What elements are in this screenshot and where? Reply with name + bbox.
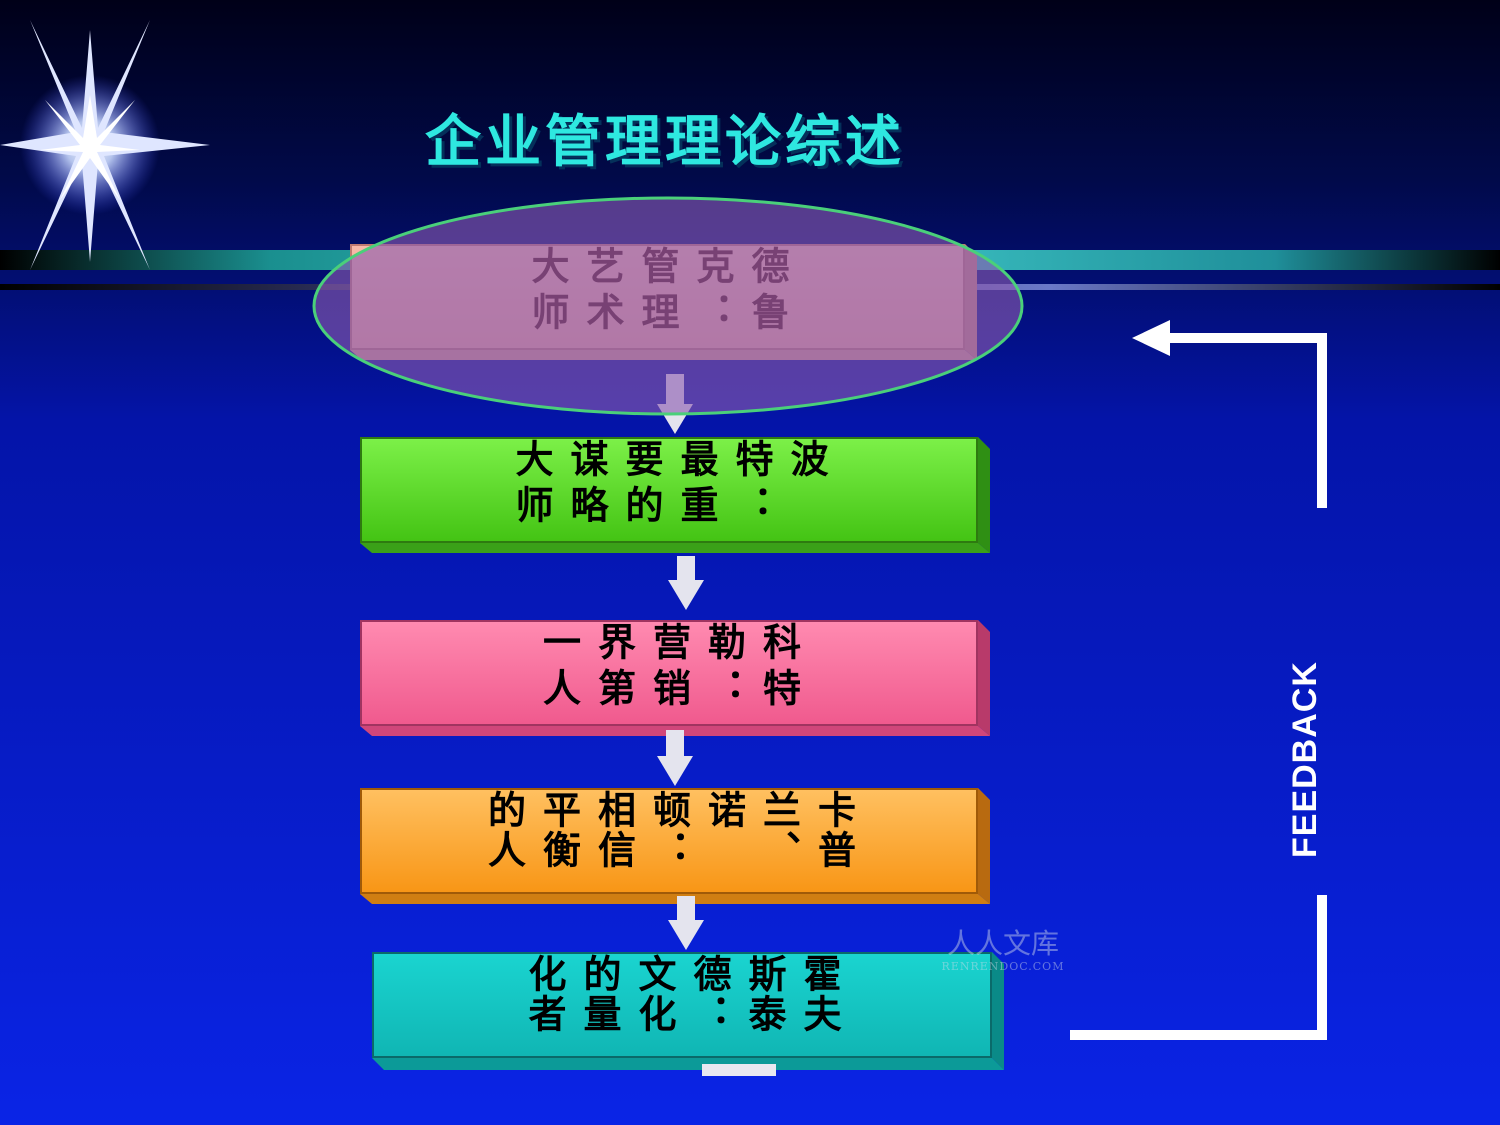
step-porter: 波特：最重要的谋略大师	[360, 437, 978, 543]
down-arrow-icon	[657, 730, 693, 786]
bottom-fragment	[702, 1064, 776, 1076]
step-kotler: 科特勒：营销界第一人	[360, 620, 978, 726]
left-arrow-head-icon	[1132, 320, 1170, 356]
page-title: 企业管理理论综述	[425, 110, 905, 175]
feedback-loop-arrow	[1070, 333, 1327, 1040]
feedback-label: FEEDBACK	[1286, 661, 1324, 859]
watermark-main: 人人文库	[946, 927, 1059, 960]
step-drucker: 德鲁克：管理艺术大师	[350, 244, 965, 350]
watermark-sub: RENRENDOC.COM	[941, 960, 1065, 973]
down-arrow-icon	[657, 374, 693, 434]
watermark: 人人文库 RENRENDOC.COM	[938, 928, 1068, 990]
step-hofstede: 霍夫斯泰德：文化的量化者	[372, 952, 992, 1058]
step-kaplan-norton: 卡普兰、诺顿：相信平衡的人	[360, 788, 978, 894]
down-arrow-icon	[668, 556, 704, 610]
starburst-icon	[0, 20, 210, 270]
down-arrow-icon	[668, 896, 704, 950]
